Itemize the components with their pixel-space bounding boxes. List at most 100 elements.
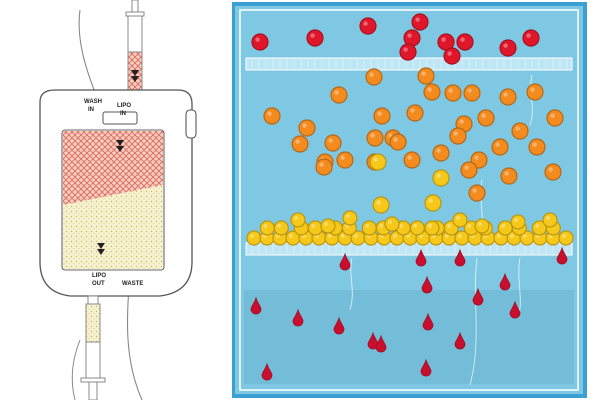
red-cells-group (251, 13, 540, 65)
orange-particle (546, 109, 564, 127)
orange-particle (417, 67, 435, 85)
lipo-mix-layer (63, 131, 163, 205)
blood-drop-icon (420, 358, 432, 377)
blood-drop-icon (556, 246, 568, 265)
fat-globule (558, 230, 574, 246)
orange-particle (463, 84, 481, 102)
filtration-chamber (232, 0, 600, 400)
lower-filter-membrane (245, 242, 573, 256)
red-cell (359, 17, 377, 35)
orange-particle (389, 133, 407, 151)
orange-particle (444, 84, 462, 102)
orange-particle (406, 104, 424, 122)
orange-particle (403, 151, 421, 169)
orange-particle (423, 83, 441, 101)
red-cell (443, 47, 461, 65)
red-cell (456, 33, 474, 51)
fat-globule (290, 212, 306, 228)
orange-particle (526, 83, 544, 101)
fat-globule (542, 212, 558, 228)
lipo-in-label-1: LIPO (117, 103, 131, 109)
blood-drop-icon (415, 248, 427, 267)
blood-drop-icon (422, 312, 434, 331)
orange-particle (491, 138, 509, 156)
red-cell (251, 33, 269, 51)
fat-globule (474, 218, 490, 234)
blood-drop-icon (454, 331, 466, 350)
upper-filter-membrane (245, 57, 573, 71)
fat-globule (384, 216, 400, 232)
orange-particle (263, 107, 281, 125)
orange-particle (291, 135, 309, 153)
lipo-out-label-1: LIPO (92, 273, 106, 279)
fat-globule (246, 230, 262, 246)
orange-particle (544, 163, 562, 181)
orange-particle (324, 134, 342, 152)
fat-globule (342, 210, 358, 226)
wash-in-label-1: WASH (84, 99, 102, 105)
fat-globule (361, 220, 377, 236)
lipo-in-label-2: IN (120, 111, 126, 117)
blood-drop-icon (339, 252, 351, 271)
waste-label: WASTE (122, 281, 143, 287)
fat-globule (424, 194, 442, 212)
fat-globule (307, 220, 323, 236)
fat-globule (372, 196, 390, 214)
orange-particle (499, 88, 517, 106)
fat-globule (432, 169, 450, 187)
red-cell (522, 29, 540, 47)
fat-globule (259, 220, 275, 236)
fat-globules-group (246, 153, 574, 246)
fat-globule (424, 220, 440, 236)
orange-particle (500, 167, 518, 185)
blood-drop-icon (333, 316, 345, 335)
fat-globule (409, 220, 425, 236)
fat-globule (369, 153, 387, 171)
blood-drop-icon (499, 272, 511, 291)
blood-drop-icon (509, 300, 521, 319)
orange-particles-group (263, 67, 564, 202)
blood-drop-icon (421, 275, 433, 294)
orange-particle (511, 122, 529, 140)
orange-particle (528, 138, 546, 156)
clean-fat-layer (63, 185, 163, 269)
orange-particle (366, 129, 384, 147)
blood-drop-icon (375, 334, 387, 353)
orange-particle (315, 158, 333, 176)
orange-particle (432, 144, 450, 162)
orange-particle (477, 109, 495, 127)
orange-particle (449, 127, 467, 145)
blood-drops-group (250, 246, 568, 381)
orange-particle (298, 119, 316, 137)
orange-particle (373, 107, 391, 125)
lipo-out-label-2: OUT (92, 281, 105, 287)
red-cell (499, 39, 517, 57)
fat-globule (273, 220, 289, 236)
chamber-diagram (232, 2, 587, 398)
blood-drop-icon (472, 287, 484, 306)
red-cell (411, 13, 429, 31)
blood-drop-icon (261, 362, 273, 381)
blood-drop-icon (454, 248, 466, 267)
orange-particle (330, 86, 348, 104)
orange-particle (468, 184, 486, 202)
down-arrow-icon (97, 140, 124, 255)
blood-drop-icon (250, 296, 262, 315)
blood-drop-icon (292, 308, 304, 327)
fat-globule (497, 220, 513, 236)
red-cell (306, 29, 324, 47)
fat-globule (510, 214, 526, 230)
fat-globule (320, 218, 336, 234)
syringe-bottom-icon (80, 295, 106, 400)
blood-drop-icon (367, 331, 379, 350)
red-cell (399, 43, 417, 61)
syringe-top-icon (125, 0, 145, 103)
filter-bag-icon: WASH IN LIPO IN LIPO OUT WASTE (39, 0, 197, 400)
orange-particle (365, 68, 383, 86)
filter-bag-illustration: WASH IN LIPO IN LIPO OUT WASTE (0, 0, 215, 400)
orange-particle (336, 151, 354, 169)
wash-in-tube (78, 9, 99, 101)
wash-in-label-2: IN (88, 107, 94, 113)
orange-particle (460, 161, 478, 179)
fat-globule (452, 212, 468, 228)
